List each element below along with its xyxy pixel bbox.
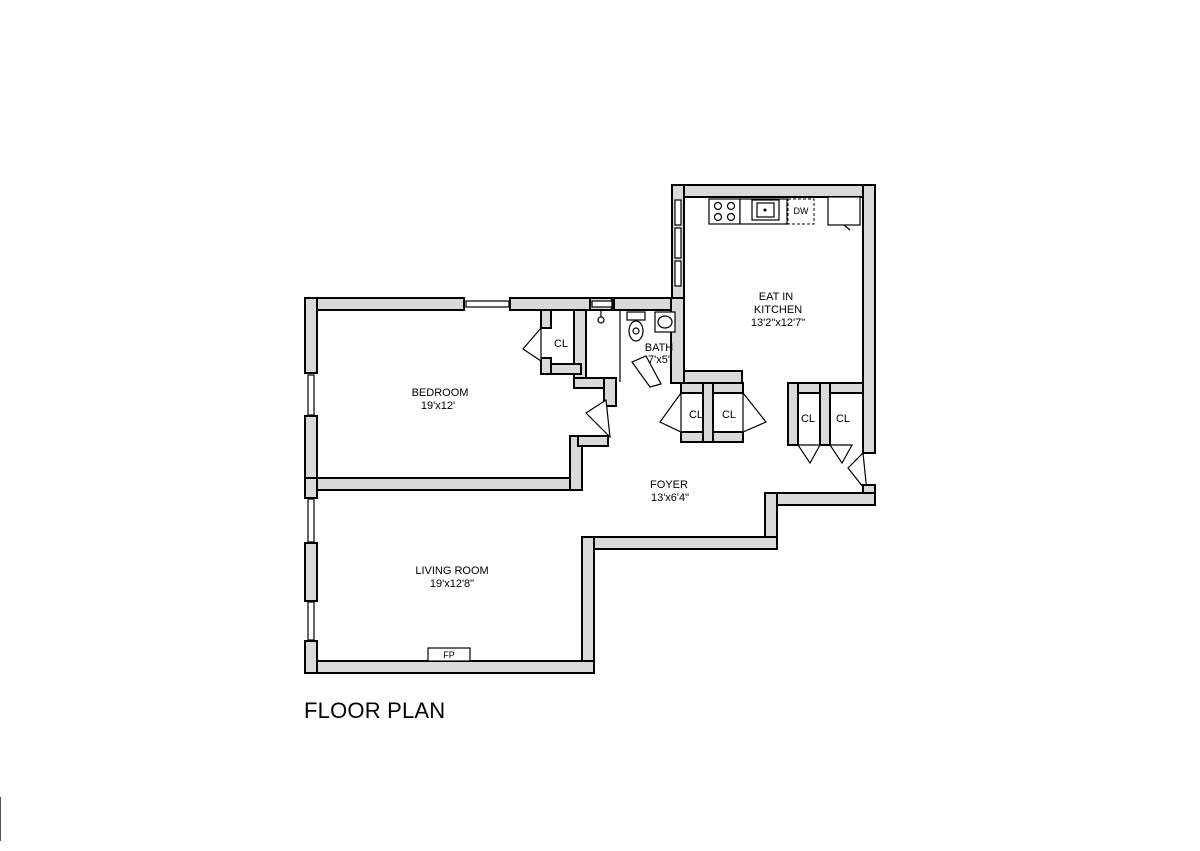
kitchen-name-line2: KITCHEN: [754, 304, 802, 316]
foyer-name: FOYER: [650, 479, 688, 491]
edge-marker: [0, 797, 1, 841]
living-windows: [307, 498, 315, 641]
kitchen-window: [674, 199, 682, 287]
entry-closets: [787, 382, 864, 465]
floor-plan-caption: FLOOR PLAN: [304, 698, 446, 723]
bedroom-walls: [304, 297, 617, 497]
dishwasher-icon: DW: [787, 198, 815, 225]
toilet-icon: [626, 311, 646, 342]
bedroom-windows: [307, 300, 510, 416]
foyer-closet-right-label: CL: [722, 409, 736, 421]
entry-closet-right-label: CL: [836, 413, 850, 425]
foyer-closet-left: [659, 382, 714, 443]
foyer-closet-left-label: CL: [689, 409, 703, 421]
bedroom-size: 19'x12': [421, 400, 455, 412]
foyer-closet-right: [712, 382, 767, 443]
dishwasher-label: DW: [794, 206, 809, 216]
bedroom-closet-label: CL: [554, 338, 568, 350]
kitchen-sink-icon: [751, 199, 780, 221]
living-name: LIVING ROOM: [415, 565, 488, 577]
stove-icon: [708, 198, 741, 225]
fireplace-icon: FP: [427, 647, 471, 662]
kitchen-name-line1: EAT IN: [759, 291, 793, 303]
living-size: 19'x12'8": [430, 578, 474, 590]
entry-door[interactable]: [847, 451, 868, 494]
bath-window: [591, 300, 613, 308]
bath-name: BATH: [645, 342, 674, 354]
entry-closet-left-label: CL: [801, 413, 815, 425]
bedroom-closet: [522, 309, 582, 375]
bath-door[interactable]: [631, 355, 662, 388]
bath-size: 7'x5': [648, 354, 670, 366]
kitchen-size: 13'2"x12'7": [751, 317, 805, 329]
bath-sink-icon: [654, 311, 676, 333]
fireplace-label: FP: [443, 650, 455, 660]
bedroom-name: BEDROOM: [412, 387, 469, 399]
shower-icon: [597, 311, 605, 324]
foyer-size: 13'x6'4": [651, 492, 689, 504]
bedroom-door[interactable]: [585, 398, 611, 439]
refrigerator-icon: [827, 196, 861, 231]
living-walls: [304, 477, 876, 674]
